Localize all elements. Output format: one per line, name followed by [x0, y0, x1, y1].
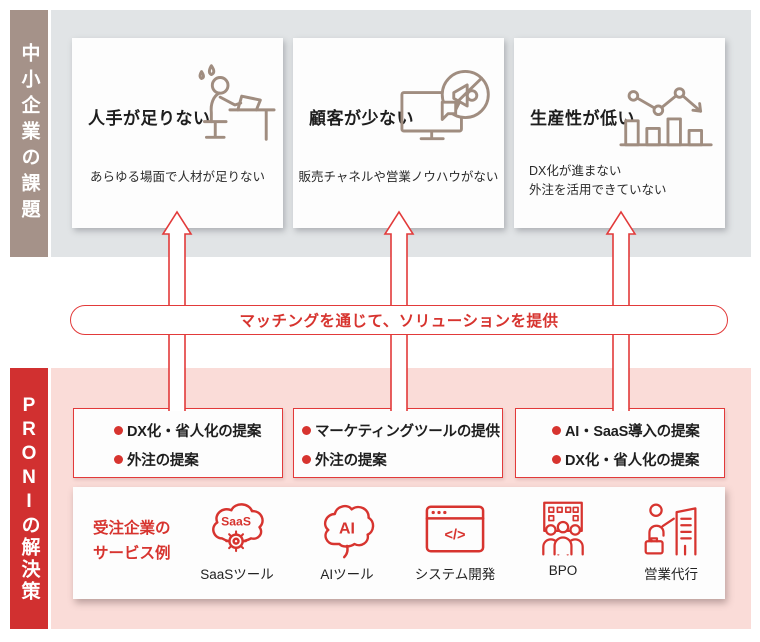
solution-item: AI・SaaS導入の提案	[552, 420, 724, 441]
problem-card-title: 人手が足りない	[88, 109, 211, 128]
solution-item-text: AI・SaaS導入の提案	[565, 424, 700, 440]
section-label-solutions: PRONIの解決策	[10, 368, 48, 629]
bullet-dot-icon	[552, 426, 561, 435]
service-item-ai: AI AIツール	[297, 499, 397, 583]
code-icon-text: </>	[445, 528, 466, 544]
problem-card-few-customers: 顧客が少ない 販売チャネルや営業ノウハウがない	[293, 38, 504, 228]
problem-card-low-productivity: 生産性が低い DX化が進まない 外注を活用できていない	[514, 38, 725, 228]
solution-item: マーケティングツールの提供	[302, 420, 502, 441]
solution-item-text: DX化・省人化の提案	[565, 453, 700, 469]
service-item-label: SaaSツール	[200, 567, 274, 582]
service-item-saas: SaaS SaaSツール	[187, 499, 287, 583]
solution-item-text: 外注の提案	[315, 453, 387, 469]
service-examples-label: 受注企業の サービス例	[93, 520, 171, 562]
service-examples-box: 受注企業の サービス例 SaaS SaaSツール AI AIツール	[73, 487, 725, 599]
problem-card-title: 生産性が低い	[530, 109, 635, 128]
bullet-dot-icon	[114, 455, 123, 464]
section-label-solutions-text: PRONIの解決策	[18, 394, 40, 603]
service-item-label: AIツール	[320, 567, 374, 582]
solution-item: 外注の提案	[114, 449, 282, 470]
solution-box-2: マーケティングツールの提供 外注の提案	[293, 408, 503, 478]
person-at-desk-icon	[198, 64, 276, 141]
solution-item: 外注の提案	[302, 449, 502, 470]
sales-agent-icon	[644, 503, 697, 556]
problem-card-title: 顧客が少ない	[309, 109, 414, 128]
code-browser-icon: </>	[425, 505, 485, 553]
ai-icon-text: AI	[339, 521, 355, 538]
ai-brain-icon: AI	[323, 504, 375, 559]
problem-card-desc: 販売チャネルや営業ノウハウがない	[298, 170, 499, 184]
service-item-label: システム開発	[414, 567, 496, 582]
declining-chart-icon	[619, 87, 713, 147]
matching-banner: マッチングを通じて、ソリューションを提供	[70, 305, 728, 335]
solution-item: DX化・省人化の提案	[114, 420, 282, 441]
problem-card-labor-shortage: 人手が足りない あらゆる場面で人材が足りない	[72, 38, 283, 228]
no-marketing-monitor-icon	[400, 70, 490, 141]
bullet-dot-icon	[114, 426, 123, 435]
bullet-dot-icon	[302, 426, 311, 435]
solution-box-1: DX化・省人化の提案 外注の提案	[73, 408, 283, 478]
bullet-dot-icon	[552, 455, 561, 464]
saas-cloud-gear-icon: SaaS	[212, 503, 264, 553]
section-label-problems: 中小企業の課題	[10, 10, 48, 257]
matching-banner-text: マッチングを通じて、ソリューションを提供	[239, 313, 559, 330]
problem-card-desc: あらゆる場面で人材が足りない	[89, 170, 265, 184]
solution-item-text: DX化・省人化の提案	[127, 424, 262, 440]
section-label-problems-text: 中小企業の課題	[18, 42, 40, 225]
problem-card-desc: DX化が進まない 外注を活用できていない	[529, 164, 667, 197]
solution-item-text: 外注の提案	[127, 453, 199, 469]
service-item-sales-agency: 営業代行	[621, 499, 721, 583]
solution-item: DX化・省人化の提案	[552, 449, 724, 470]
service-item-label: 営業代行	[644, 567, 698, 582]
service-item-system-dev: </> システム開発	[405, 499, 505, 583]
solution-box-3: AI・SaaS導入の提案 DX化・省人化の提案	[515, 408, 725, 478]
saas-icon-text: SaaS	[221, 514, 251, 528]
solution-item-text: マーケティングツールの提供	[315, 424, 500, 440]
bpo-team-building-icon	[542, 501, 584, 556]
bullet-dot-icon	[302, 455, 311, 464]
service-item-bpo: BPO	[513, 499, 613, 578]
service-item-label: BPO	[548, 563, 578, 578]
